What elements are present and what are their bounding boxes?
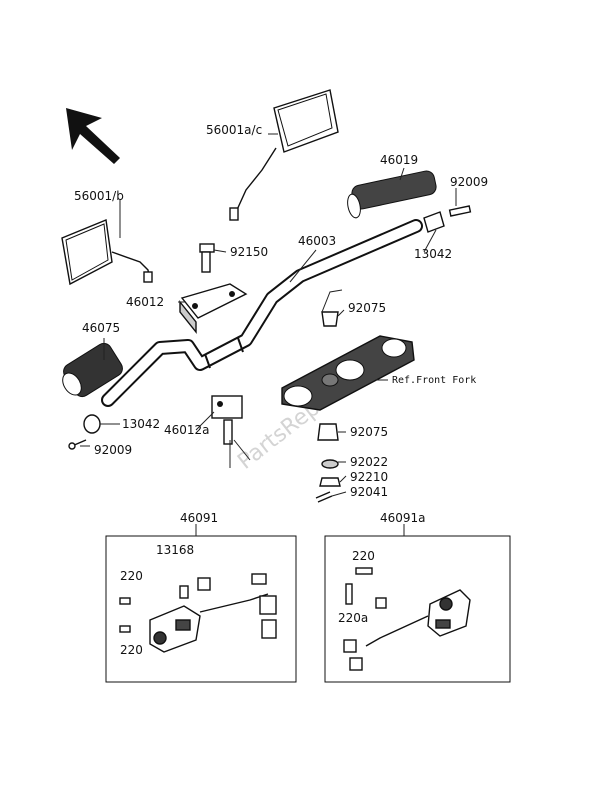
mirror-left [61,219,153,286]
label-92009-left: 92009 [94,443,132,457]
label-56001b: 56001/b [74,189,124,203]
label-220-b: 220 [120,643,143,657]
label-46003: 46003 [298,234,336,248]
mirror-right [229,89,339,221]
switch-box-right [324,535,511,683]
switch-box-left [105,535,297,683]
label-46075: 46075 [82,321,120,335]
label-220a: 220a [338,611,368,625]
label-92075-top: 92075 [348,301,386,315]
label-46012: 46012 [126,295,164,309]
handlebar-holder-upper [179,283,248,334]
bolt-92009-right [448,205,472,217]
cotter-pin-92041 [315,491,333,503]
label-92041: 92041 [350,485,388,499]
grip-right [347,170,437,219]
bar-end-weight-left [83,414,101,434]
grip-left [62,342,123,398]
label-box-right-title: 46091a [380,511,426,525]
label-92210: 92210 [350,470,388,484]
label-13042-top: 13042 [414,247,452,261]
fork-top-bridge [281,335,415,411]
damper-92075-bottom [317,423,339,441]
bolt-92150 [199,243,215,273]
label-56001ac: 56001a/c [206,123,262,137]
direction-arrow-icon [66,108,120,164]
label-46012a: 46012a [164,423,210,437]
label-46019: 46019 [380,153,418,167]
label-13168: 13168 [156,543,194,557]
label-92022: 92022 [350,455,388,469]
bar-end-weight-right [423,211,445,233]
label-92075-bottom: 92075 [350,425,388,439]
leader-lines [80,133,457,497]
label-220-c: 220 [352,549,375,563]
bolt-92009-left [68,439,87,450]
damper-92075-top [321,311,339,327]
label-92150: 92150 [230,245,268,259]
handlebar [101,219,423,407]
label-92009-top: 92009 [450,175,488,189]
washer-92022 [321,459,339,469]
handlebar-holder-lower [211,395,243,445]
nut-92210 [319,477,341,487]
label-220-a: 220 [120,569,143,583]
label-box-left-title: 46091 [180,511,218,525]
label-ref-front-fork: Ref.Front Fork [392,375,476,386]
switch-housing-left [119,573,277,653]
label-13042-left: 13042 [122,417,160,431]
switch-housing-right [343,567,471,671]
